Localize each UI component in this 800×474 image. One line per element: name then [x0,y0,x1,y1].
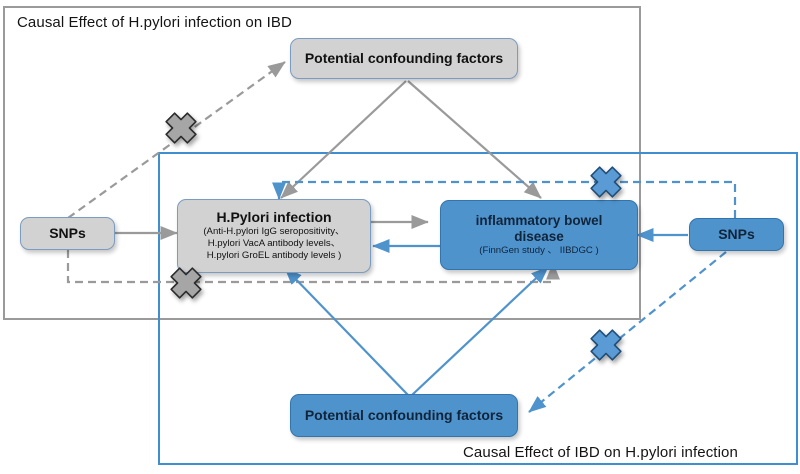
node-snps-right[interactable]: SNPs [689,218,784,251]
node-confounder-bottom[interactable]: Potential confounding factors [290,394,518,437]
node-snps-left[interactable]: SNPs [20,217,115,250]
blocked-path-x-icon-gray-lower [170,267,202,299]
node-outcome-label-1: inflammatory bowel [475,212,603,228]
node-snps-right-label: SNPs [718,226,755,243]
node-exposure-sub-2: H.pylori VacA antibody levels、 [207,238,341,250]
panel-reverse-frame [158,152,798,465]
node-exposure-sub-1: (Anti-H.pylori IgG seropositivity、 [203,225,345,237]
blocked-path-x-icon-blue-lower [590,329,622,361]
node-confounder-top[interactable]: Potential confounding factors [290,38,518,79]
edge-snps-right-to-confounder-bottom [528,251,727,413]
node-outcome[interactable]: inflammatory bowel disease (FinnGen stud… [440,200,638,270]
node-exposure-sub-3: H.pylori GroEL antibody levels ) [206,250,342,262]
edge-confounder-top-to-outcome [407,80,542,199]
edge-snps-left-to-outcome-direct [66,250,561,284]
node-exposure-label: H.Pylori infection [216,209,332,226]
node-outcome-sub-1: (FinnGen study 、 IIBDGC ) [479,244,599,256]
node-exposure[interactable]: H.Pylori infection (Anti-H.pylori IgG se… [177,199,371,273]
node-confounder-bottom-label: Potential confounding factors [304,407,504,424]
panel-reverse-title: Causal Effect of IBD on H.pylori infecti… [463,444,738,461]
edge-confounder-bottom-to-outcome [411,266,549,396]
node-snps-left-label: SNPs [49,225,86,242]
edge-confounder-top-to-exposure [280,80,407,199]
panel-forward-title: Causal Effect of H.pylori infection on I… [17,14,292,31]
blocked-path-x-icon-blue-upper [590,166,622,198]
panel-forward-frame [3,6,641,320]
edge-confounder-bottom-to-exposure [284,267,409,396]
node-outcome-label-2: disease [514,228,564,244]
blocked-path-x-icon-gray-upper [165,112,197,144]
edge-snps-right-to-exposure-direct [271,180,737,218]
node-confounder-top-label: Potential confounding factors [304,50,504,67]
